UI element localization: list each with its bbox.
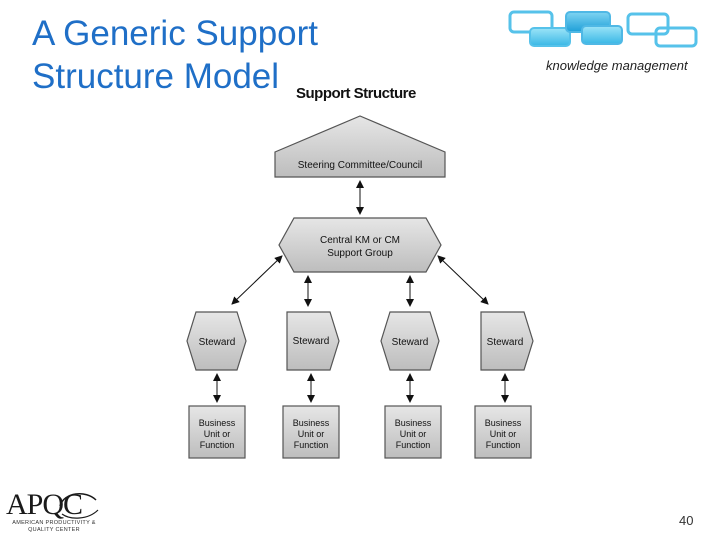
steward-shape-1	[186, 311, 247, 371]
apqc-logo-letters: APQC	[6, 488, 83, 521]
steering-committee-shape	[274, 115, 446, 178]
steward-shape-4	[480, 311, 534, 371]
unit-2-line-2: Unit or	[298, 429, 325, 439]
steward-label-2: Steward	[293, 336, 330, 347]
slide-title: A Generic Support Structure Model	[32, 12, 318, 98]
unit-1-line-1: Business	[199, 418, 236, 428]
unit-1-line-2: Unit or	[204, 429, 231, 439]
slide-title-line-2: Structure Model	[32, 57, 280, 96]
arrow-central-steward-1	[231, 255, 283, 305]
steering-committee-label: Steering Committee/Council	[298, 160, 423, 171]
unit-3-line-3: Function	[396, 440, 431, 450]
central-label-line-1: Central KM or CM	[320, 235, 400, 246]
central-support-group-shape	[278, 217, 442, 273]
steward-label-4: Steward	[487, 337, 524, 348]
business-unit-box-1	[188, 405, 246, 459]
unit-3-line-2: Unit or	[400, 429, 427, 439]
unit-4-line-1: Business	[485, 418, 522, 428]
steward-label-1: Steward	[199, 337, 236, 348]
unit-3-line-1: Business	[395, 418, 432, 428]
km-logo-icon	[508, 10, 698, 48]
unit-2-line-3: Function	[294, 440, 329, 450]
central-label-line-2: Support Group	[327, 248, 393, 259]
business-unit-box-3	[384, 405, 442, 459]
steward-label-3: Steward	[392, 337, 429, 348]
apqc-logo-subtitle: AMERICAN PRODUCTIVITY & QUALITY CENTER	[12, 520, 96, 533]
steward-shape-2	[286, 311, 340, 371]
apqc-swoosh-icon	[59, 493, 99, 519]
brand-text: knowledge management	[546, 58, 688, 73]
unit-2-line-1: Business	[293, 418, 330, 428]
slide-title-line-1: A Generic Support	[32, 14, 318, 53]
diagram-heading: Support Structure	[296, 85, 416, 102]
unit-4-line-2: Unit or	[490, 429, 517, 439]
unit-1-line-3: Function	[200, 440, 235, 450]
business-unit-box-2	[282, 405, 340, 459]
page-number: 40	[679, 513, 694, 528]
business-unit-box-4	[474, 405, 532, 459]
steward-shape-3	[380, 311, 440, 371]
arrow-central-steward-4	[437, 255, 489, 305]
unit-4-line-3: Function	[486, 440, 521, 450]
